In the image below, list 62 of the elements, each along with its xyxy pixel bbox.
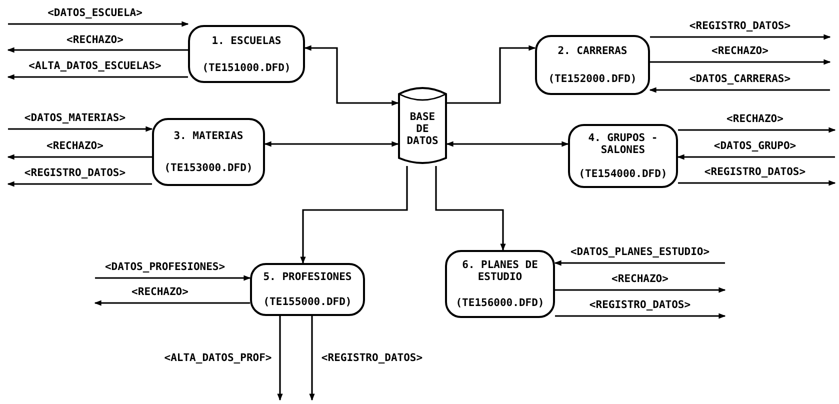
process-name: 1. ESCUELAS [210,34,282,46]
arrow [7,74,188,80]
process-box [152,118,265,186]
edge-label: <RECHAZO> [64,34,126,46]
edge-label: <ALTA_DATOS_ESCUELAS> [26,60,164,72]
edge-label: <RECHAZO> [610,273,670,285]
arrow [7,181,152,187]
process-name: 4. GRUPOS - SALONES [587,132,659,156]
arrow [678,127,836,133]
edge-label: <REGISTRO_DATOS> [587,299,693,311]
edge-label: <RECHAZO> [724,113,786,125]
edge-label: <REGISTRO_DATOS> [702,166,808,178]
edge-label: <REGISTRO_DATOS> [687,20,793,32]
arrow [554,260,725,266]
edge-label: <REGISTRO_DATOS> [319,352,425,364]
arrow [7,154,152,160]
file-name: (TE151000.DFD) [201,62,292,74]
arrow [264,141,399,147]
edge-label: <DATOS_ESCUELA> [46,7,144,19]
arrow [304,45,399,106]
process-box [250,263,365,316]
arrow [8,126,153,132]
edge-label: <RECHAZO> [710,45,770,57]
edge-label: <DATOS_PLANES_ESTUDIO> [568,246,712,258]
edge-label: <RECHAZO> [130,286,190,298]
edge-label: <REGISTRO_DATOS> [22,167,128,179]
process-name: 3. MATERIAS [172,130,244,142]
arrow [300,166,408,264]
process-name: 5. PROFESIONES [262,271,353,284]
file-name: (TE155000.DFD) [262,296,353,308]
arrow [309,316,315,401]
arrow [649,87,830,93]
file-name: (TE154000.DFD) [578,168,668,180]
edge-label: <DATOS_CARRERAS> [687,73,793,85]
arrow [446,141,569,147]
edge-label: <DATOS_MATERIAS> [22,112,128,124]
process-box [535,35,650,95]
arrow [555,287,726,293]
file-name: (TE153000.DFD) [163,162,254,174]
process-name: 6. PLANES DE ESTUDIO [461,259,539,283]
arrow [447,45,536,104]
edge-label: <DATOS_GRUPO> [712,140,798,152]
edge-label: <RECHAZO> [44,140,106,152]
arrow [94,300,250,306]
process-box [568,124,678,188]
arrow [650,34,831,40]
process-box [188,25,305,83]
arrow [8,21,189,27]
edge-label: <ALTA_DATOS_PROF> [162,352,274,364]
arrow [435,166,506,251]
arrow [677,154,835,160]
arrow [7,47,188,53]
arrow [678,180,836,186]
arrow [277,316,283,401]
process-box [445,250,555,318]
arrow [555,313,726,319]
arrow [650,59,831,65]
file-name: (TE152000.DFD) [547,73,638,85]
process-name: 2. CARRERAS [556,45,628,57]
arrow [95,275,251,281]
edge-label: <DATOS_PROFESIONES> [102,261,228,273]
file-name: (TE156000.DFD) [454,297,546,309]
